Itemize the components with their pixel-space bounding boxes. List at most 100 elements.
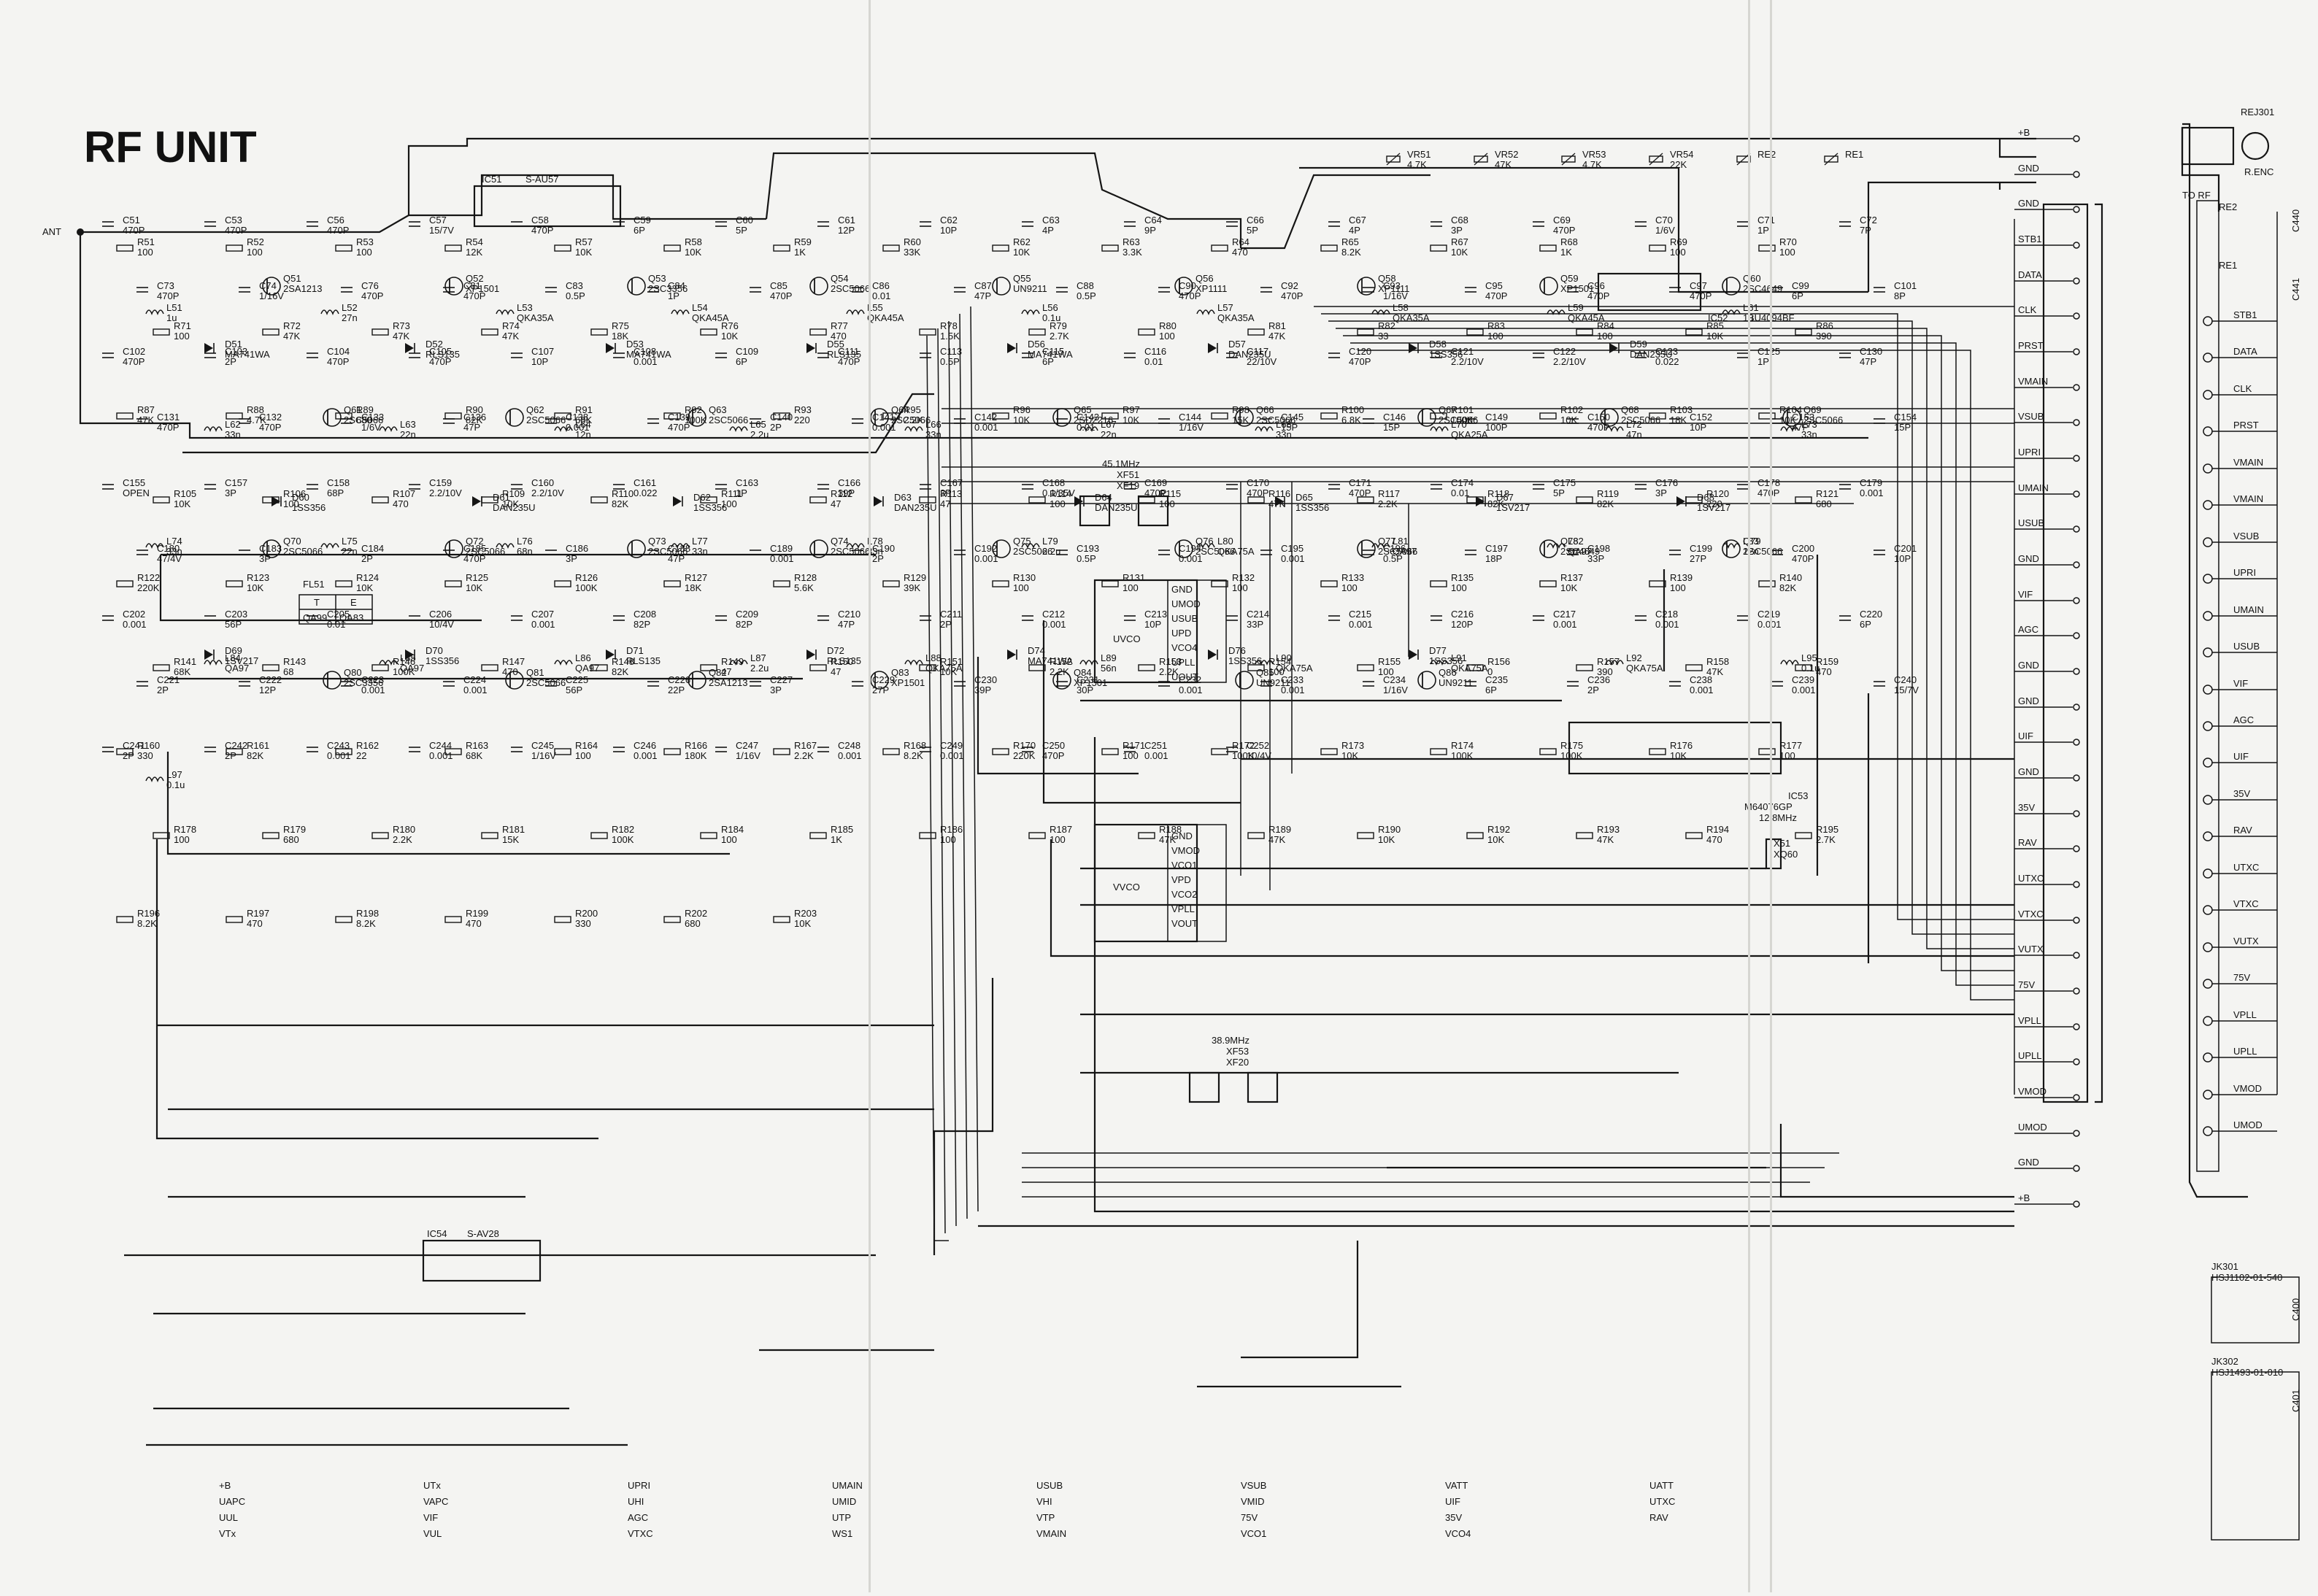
capacitor-ref: C229 bbox=[872, 674, 895, 685]
capacitor-ref: C232 bbox=[1179, 674, 1201, 685]
resistor-ref: R127 bbox=[685, 572, 707, 583]
capacitor-value: 470P bbox=[1757, 487, 1779, 498]
rear-pin-terminal bbox=[2203, 611, 2213, 621]
bus-pin-label: +B bbox=[2018, 1192, 2030, 1203]
resistor-ref: R107 bbox=[393, 488, 415, 499]
capacitor-value: 0.001 bbox=[1553, 619, 1577, 630]
resistor-value: 100K bbox=[575, 582, 598, 593]
resistor-value: 10K bbox=[356, 582, 373, 593]
rear-pin: VPLL bbox=[2203, 1009, 2277, 1026]
resistor-symbol bbox=[1357, 832, 1374, 839]
capacitor-value: 470P bbox=[429, 356, 451, 367]
transistor-symbol bbox=[1235, 671, 1254, 690]
resistor-value: 470 bbox=[1706, 834, 1722, 845]
transistor-value: 2SC3356 bbox=[344, 677, 383, 688]
bus-pin-terminal bbox=[2073, 384, 2080, 391]
resistor-value: 470 bbox=[1816, 666, 1832, 677]
inductor-value: QA97 bbox=[1393, 546, 1417, 557]
net-label: UATT bbox=[1649, 1480, 1674, 1491]
resistor-ref: R126 bbox=[575, 572, 598, 583]
rear-pin: PRST bbox=[2203, 420, 2277, 436]
capacitor-value: 7P bbox=[1860, 225, 1871, 236]
capacitor-value: 1/6V bbox=[361, 422, 381, 433]
transistor-symbol bbox=[1782, 408, 1801, 427]
capacitor-value: 27P bbox=[1690, 553, 1706, 564]
bus-pin: VSUB bbox=[2014, 411, 2080, 426]
capacitor-ref: C150 bbox=[1587, 412, 1610, 423]
resistor-ref: R176 bbox=[1670, 740, 1693, 751]
resistor-value: 10K bbox=[1013, 247, 1030, 258]
bus-pin: USUB bbox=[2014, 517, 2080, 533]
net-label: UPRI bbox=[628, 1480, 650, 1491]
resistor-ref: R164 bbox=[575, 740, 598, 751]
inductor-value: 33n bbox=[1276, 429, 1292, 440]
capacitor-value: 1/16V bbox=[1179, 422, 1204, 433]
transistor-symbol bbox=[688, 408, 706, 427]
resistor-ref: R83 bbox=[1487, 320, 1505, 331]
capacitor-ref: C184 bbox=[361, 543, 384, 554]
inductor-ref: L89 bbox=[1101, 652, 1117, 663]
resistor-ref: R143 bbox=[283, 656, 306, 667]
net-label: UTP bbox=[832, 1512, 851, 1523]
resistor-symbol bbox=[554, 916, 571, 923]
capacitor-value: 0.01 bbox=[1077, 422, 1095, 433]
resistor-ref: R106 bbox=[283, 488, 306, 499]
resistor-value: 680 bbox=[1816, 498, 1832, 509]
resistor-value: 82K bbox=[1487, 498, 1504, 509]
transistor-symbol bbox=[870, 671, 889, 690]
resistor-ref: R60 bbox=[904, 236, 921, 247]
resistor-symbol bbox=[773, 244, 790, 252]
resistor-symbol bbox=[1430, 244, 1447, 252]
capacitor-value: 0.01 bbox=[872, 290, 890, 301]
resistor-symbol bbox=[1576, 496, 1593, 504]
resistor-value: 100 bbox=[1487, 331, 1503, 342]
capacitor-ref: C138 bbox=[566, 412, 588, 423]
rear-pin-terminal bbox=[2203, 685, 2213, 695]
transistor-value: 2SC5066 bbox=[1013, 546, 1052, 557]
resistor-symbol bbox=[773, 916, 790, 923]
bus-pin-terminal bbox=[2073, 774, 2080, 782]
resistor-symbol bbox=[481, 664, 498, 671]
diode-value: RLS135 bbox=[827, 349, 861, 360]
resistor-symbol bbox=[809, 496, 827, 504]
diode-symbol bbox=[874, 496, 882, 506]
resistor-symbol bbox=[335, 244, 353, 252]
rel-ref: REJ301 bbox=[2241, 107, 2274, 117]
resistor-symbol bbox=[1466, 832, 1484, 839]
diode-ref: D74 bbox=[1028, 645, 1045, 656]
capacitor-ref: C92 bbox=[1281, 280, 1298, 291]
capacitor-ref: C76 bbox=[361, 280, 379, 291]
net-label: VMID bbox=[1241, 1496, 1265, 1507]
inductor-value: 33n bbox=[867, 546, 883, 557]
bus-pin-terminal bbox=[2073, 1130, 2080, 1137]
inductor-value: 33n bbox=[1801, 429, 1817, 440]
resistor-ref: R121 bbox=[1816, 488, 1838, 499]
capacitor-ref: C199 bbox=[1690, 543, 1712, 554]
capacitor-value: 470P bbox=[1587, 422, 1609, 433]
capacitor-ref: C233 bbox=[1281, 674, 1304, 685]
resistor-symbol bbox=[919, 832, 936, 839]
resistor-symbol bbox=[554, 748, 571, 755]
resistor-value: 8.2K bbox=[904, 750, 923, 761]
